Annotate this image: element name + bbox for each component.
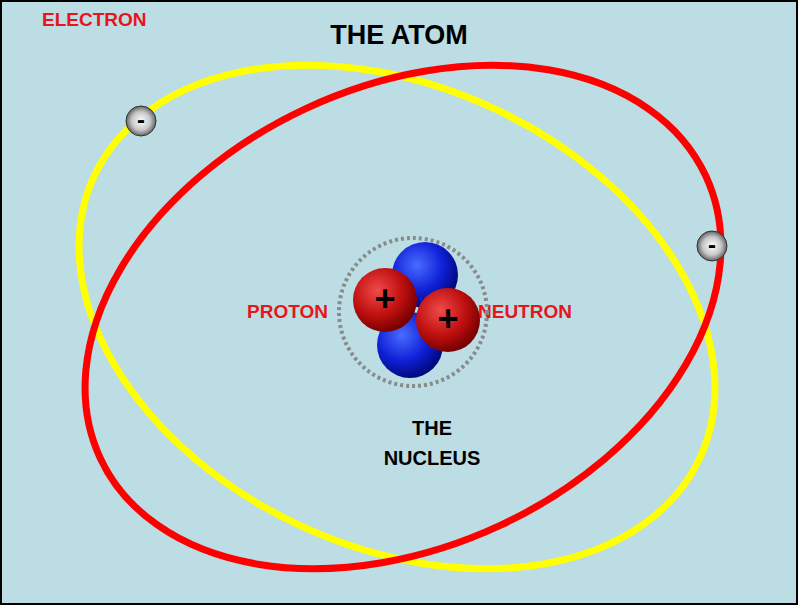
electron-symbol: - [696, 230, 728, 262]
nucleus-outline: THE NUCLEUS + + [333, 239, 493, 479]
electron-ball [126, 106, 156, 136]
proton-symbol: + [352, 267, 418, 333]
part-label: PROTON [247, 301, 328, 323]
part-label: NEUTRON [478, 301, 572, 323]
charge-sign: + [374, 281, 395, 317]
nucleus-boundary [339, 238, 487, 386]
electron-ball [697, 231, 727, 261]
charge-sign: - [708, 233, 716, 257]
proton-symbol: + [415, 287, 481, 353]
charge-sign: + [437, 301, 458, 337]
charge-sign: - [137, 108, 145, 132]
orbit [3, 0, 798, 605]
proton-ball [353, 268, 417, 332]
electron-symbol: - [125, 105, 157, 137]
part-label: ELECTRON [42, 9, 147, 31]
nucleus-label: THE NUCLEUS [372, 413, 492, 473]
proton-ball [416, 288, 480, 352]
